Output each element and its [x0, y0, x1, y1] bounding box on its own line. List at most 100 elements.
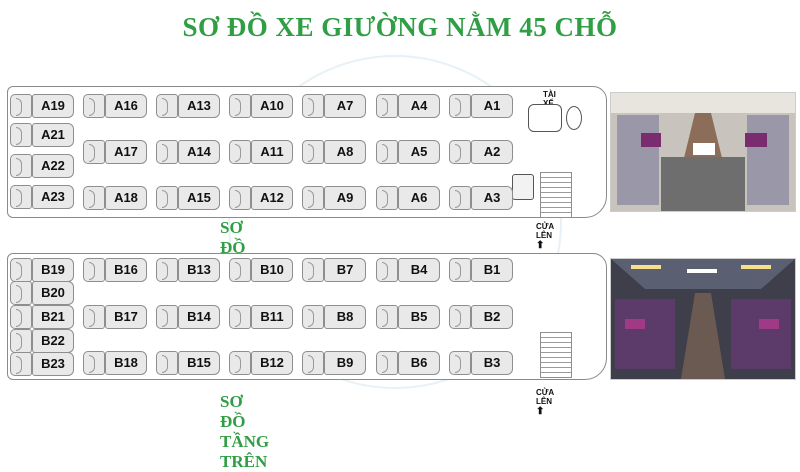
seat-b5[interactable]: B5 [376, 305, 440, 329]
seat-b2[interactable]: B2 [449, 305, 513, 329]
seat-label: A7 [324, 94, 366, 118]
seat-label: A15 [178, 186, 220, 210]
pillow-icon [229, 258, 251, 282]
pillow-icon [302, 186, 324, 210]
page-title: SƠ ĐỒ XE GIƯỜNG NẰM 45 CHỖ [182, 12, 618, 42]
seat-b13[interactable]: B13 [156, 258, 220, 282]
pillow-icon [376, 258, 398, 282]
seat-a6[interactable]: A6 [376, 186, 440, 210]
seat-b7[interactable]: B7 [302, 258, 366, 282]
seat-a19[interactable]: A19 [10, 94, 74, 118]
dashboard-icon [512, 174, 534, 200]
seat-a21[interactable]: A21 [10, 123, 74, 147]
pillow-icon [10, 281, 32, 305]
pillow-icon [83, 186, 105, 210]
pillow-icon [449, 140, 471, 164]
seat-b4[interactable]: B4 [376, 258, 440, 282]
seat-b16[interactable]: B16 [83, 258, 147, 282]
seat-label: B1 [471, 258, 513, 282]
seat-label: B13 [178, 258, 220, 282]
seat-b3[interactable]: B3 [449, 351, 513, 375]
seat-a9[interactable]: A9 [302, 186, 366, 210]
seat-label: A5 [398, 140, 440, 164]
upper-door-label: CỬA LÊN ⬆ [536, 388, 554, 417]
seat-label: A11 [251, 140, 293, 164]
seat-label: B19 [32, 258, 74, 282]
seat-label: B12 [251, 351, 293, 375]
pillow-icon [229, 94, 251, 118]
seat-label: A17 [105, 140, 147, 164]
seat-a11[interactable]: A11 [229, 140, 293, 164]
pillow-icon [10, 258, 32, 282]
seat-a13[interactable]: A13 [156, 94, 220, 118]
seat-label: A18 [105, 186, 147, 210]
seat-label: A14 [178, 140, 220, 164]
seat-label: A6 [398, 186, 440, 210]
pillow-icon [449, 351, 471, 375]
pillow-icon [449, 94, 471, 118]
seat-a17[interactable]: A17 [83, 140, 147, 164]
seat-label: B11 [251, 305, 293, 329]
seat-label: B10 [251, 258, 293, 282]
seat-label: B7 [324, 258, 366, 282]
seat-label: A10 [251, 94, 293, 118]
pillow-icon [229, 351, 251, 375]
seat-label: B9 [324, 351, 366, 375]
seat-b11[interactable]: B11 [229, 305, 293, 329]
pillow-icon [376, 351, 398, 375]
seat-b21[interactable]: B21 [10, 305, 74, 329]
seat-label: A4 [398, 94, 440, 118]
seat-label: A12 [251, 186, 293, 210]
upper-deck-interior-photo [610, 258, 796, 380]
pillow-icon [83, 305, 105, 329]
seat-label: A21 [32, 123, 74, 147]
seat-b23[interactable]: B23 [10, 352, 74, 376]
lower-door-label: CỬA LÊN ⬆ [536, 222, 554, 251]
seat-a8[interactable]: A8 [302, 140, 366, 164]
seat-b6[interactable]: B6 [376, 351, 440, 375]
seat-label: B4 [398, 258, 440, 282]
seat-a16[interactable]: A16 [83, 94, 147, 118]
pillow-icon [449, 186, 471, 210]
seat-a4[interactable]: A4 [376, 94, 440, 118]
seat-a1[interactable]: A1 [449, 94, 513, 118]
seat-a18[interactable]: A18 [83, 186, 147, 210]
seat-a3[interactable]: A3 [449, 186, 513, 210]
seat-b22[interactable]: B22 [10, 329, 74, 353]
seat-b12[interactable]: B12 [229, 351, 293, 375]
pillow-icon [229, 186, 251, 210]
seat-label: B15 [178, 351, 220, 375]
driver-label: TÀI XẾ [543, 90, 556, 108]
seat-b17[interactable]: B17 [83, 305, 147, 329]
seat-a23[interactable]: A23 [10, 185, 74, 209]
seat-a15[interactable]: A15 [156, 186, 220, 210]
upper-stairs [540, 332, 572, 378]
seat-label: B6 [398, 351, 440, 375]
seat-b8[interactable]: B8 [302, 305, 366, 329]
seat-b10[interactable]: B10 [229, 258, 293, 282]
pillow-icon [376, 140, 398, 164]
pillow-icon [10, 123, 32, 147]
pillow-icon [376, 186, 398, 210]
pillow-icon [449, 258, 471, 282]
seat-label: B16 [105, 258, 147, 282]
seat-b9[interactable]: B9 [302, 351, 366, 375]
seat-a22[interactable]: A22 [10, 154, 74, 178]
seat-a14[interactable]: A14 [156, 140, 220, 164]
pillow-icon [83, 140, 105, 164]
seat-b18[interactable]: B18 [83, 351, 147, 375]
seat-b14[interactable]: B14 [156, 305, 220, 329]
pillow-icon [10, 305, 32, 329]
seat-b15[interactable]: B15 [156, 351, 220, 375]
seat-a7[interactable]: A7 [302, 94, 366, 118]
seat-b19[interactable]: B19 [10, 258, 74, 282]
lower-deck-interior-photo [610, 92, 796, 212]
seat-label: B18 [105, 351, 147, 375]
seat-a5[interactable]: A5 [376, 140, 440, 164]
seat-a2[interactable]: A2 [449, 140, 513, 164]
seat-a10[interactable]: A10 [229, 94, 293, 118]
seat-b20[interactable]: B20 [10, 281, 74, 305]
pillow-icon [83, 351, 105, 375]
seat-a12[interactable]: A12 [229, 186, 293, 210]
seat-b1[interactable]: B1 [449, 258, 513, 282]
